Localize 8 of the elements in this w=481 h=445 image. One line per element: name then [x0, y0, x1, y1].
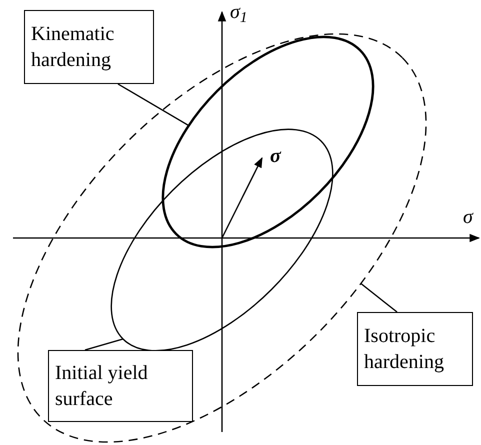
label-box: Isotropic hardening [357, 312, 473, 386]
leader-line [118, 83, 190, 126]
label-box: Kinematic hardening [24, 10, 154, 84]
leader-line [360, 283, 398, 313]
axis-label: σ [463, 205, 473, 229]
vector-label: σ [270, 144, 281, 168]
axis-label: σ$_{1}$ [230, 0, 248, 24]
ellipse [162, 36, 374, 248]
